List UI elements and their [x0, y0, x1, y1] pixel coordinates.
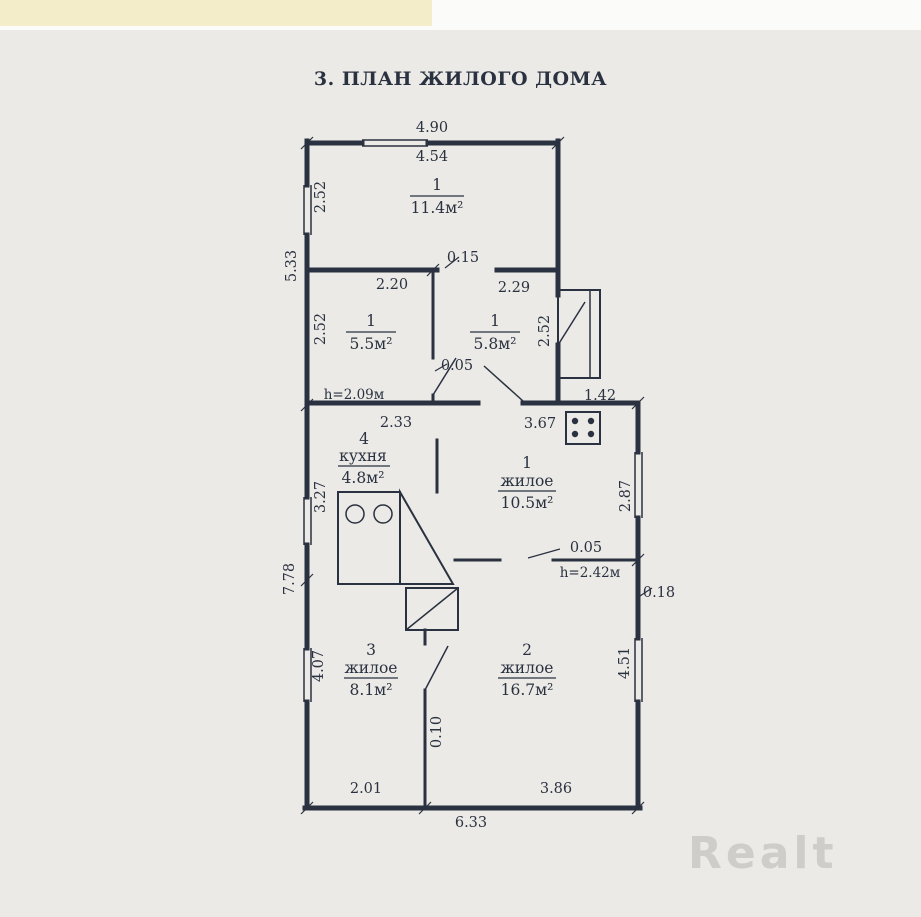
room-living2-area: 16.7м²	[501, 681, 554, 699]
porch-steps	[557, 289, 601, 379]
realt-watermark: Realt	[688, 828, 838, 879]
room-annex-right-number: 1	[490, 312, 500, 330]
gas-cooker-burner	[571, 430, 579, 438]
dim-annex-left-height: 2.52	[313, 313, 329, 345]
dim-annex-right-height: 2.52	[537, 315, 553, 347]
dim-top-outer: 4.90	[416, 120, 448, 136]
stove-burner-icon	[345, 504, 365, 524]
dim-annex-left-outer: 5.33	[284, 250, 300, 282]
dim-annex-partition-thickness: 0.05	[441, 358, 473, 374]
dim-kitchen-width: 2.33	[380, 415, 412, 431]
room-living3-area: 8.1м²	[350, 681, 393, 699]
room-living1-area: 10.5м²	[501, 494, 554, 512]
door-swings	[424, 301, 586, 691]
window-openings	[303, 139, 643, 702]
stove-base	[405, 587, 459, 631]
stove-icon	[337, 488, 459, 631]
porch-outline	[557, 289, 601, 379]
dim-main-partition-thickness: 0.05	[570, 540, 602, 556]
gas-cooker-burner	[571, 417, 579, 425]
stove-burner-icon	[373, 504, 393, 524]
room-annex-left-area: 5.5м²	[350, 335, 393, 353]
tick-lines	[300, 136, 653, 815]
page-title: 3. ПЛАН ЖИЛОГО ДОМА	[313, 68, 608, 90]
fraction-line	[338, 195, 556, 679]
dim-living3-width: 2.01	[350, 781, 382, 797]
room-annex-big-number: 1	[432, 176, 442, 194]
dimension-labels: 4.90 4.54 2.52 5.33 0.15 2.20 2.29 2.52 …	[282, 120, 675, 831]
door-height-note: h=2.42м	[560, 565, 621, 581]
room-labels: 1 11.4м² 1 5.5м² 1 5.8м² 4 кухня 4.8м² 1…	[339, 176, 553, 699]
gas-cooker-outline	[565, 411, 601, 445]
annex-ceiling-height-note: h=2.09м	[324, 387, 385, 403]
dim-living1-height: 2.87	[618, 480, 634, 512]
stove-body	[337, 491, 401, 585]
room-kitchen-number: 4	[359, 430, 369, 448]
room-living1-number: 1	[522, 454, 532, 472]
scan-top-yellow-strip	[0, 0, 432, 26]
stove-base-hatch	[405, 587, 459, 631]
window-lines	[303, 139, 643, 702]
dim-annex-big-left: 2.52	[313, 181, 329, 213]
room-living3-name: жилое	[345, 659, 398, 677]
room-living2-number: 2	[522, 641, 532, 659]
gas-cooker-burner	[587, 417, 595, 425]
room-kitchen-name: кухня	[339, 447, 387, 465]
dim-annex-right-width: 2.29	[498, 280, 530, 296]
room-annex-big-area: 11.4м²	[411, 199, 464, 217]
room-living2-name: жилое	[501, 659, 554, 677]
gas-cooker-burner	[587, 430, 595, 438]
partition-walls	[423, 270, 640, 810]
room-living1-name: жилое	[501, 472, 554, 490]
dimension-ticks	[300, 136, 653, 815]
room-annex-left-number: 1	[366, 312, 376, 330]
room-annex-right-area: 5.8м²	[474, 335, 517, 353]
dim-kitchen-height: 3.27	[313, 481, 329, 513]
dim-annex-wall-thickness: 0.15	[447, 250, 479, 266]
room-label-lines	[338, 195, 556, 679]
dim-top-inner: 4.54	[416, 149, 448, 165]
dim-main-left-outer: 7.78	[282, 563, 298, 595]
gas-cooker-icon	[565, 411, 601, 445]
wall-segment	[423, 270, 640, 810]
dim-right-wall-thickness: 0.18	[643, 585, 675, 601]
dim-living-partition-thickness: 0.10	[429, 716, 445, 748]
room-living3-number: 3	[366, 641, 376, 659]
dim-living2-width: 3.86	[540, 781, 572, 797]
dim-living1-width: 3.67	[524, 416, 556, 432]
dim-living2-height: 4.51	[617, 647, 633, 679]
dim-annex-left-width: 2.20	[376, 277, 408, 293]
dim-living3-height: 4.07	[311, 650, 327, 682]
room-kitchen-area: 4.8м²	[342, 469, 385, 487]
stove-flue-triangle	[399, 488, 455, 585]
dim-bottom-outer: 6.33	[455, 815, 487, 831]
dim-porch-width: 1.42	[584, 388, 616, 404]
door-swing-lines	[424, 301, 586, 691]
